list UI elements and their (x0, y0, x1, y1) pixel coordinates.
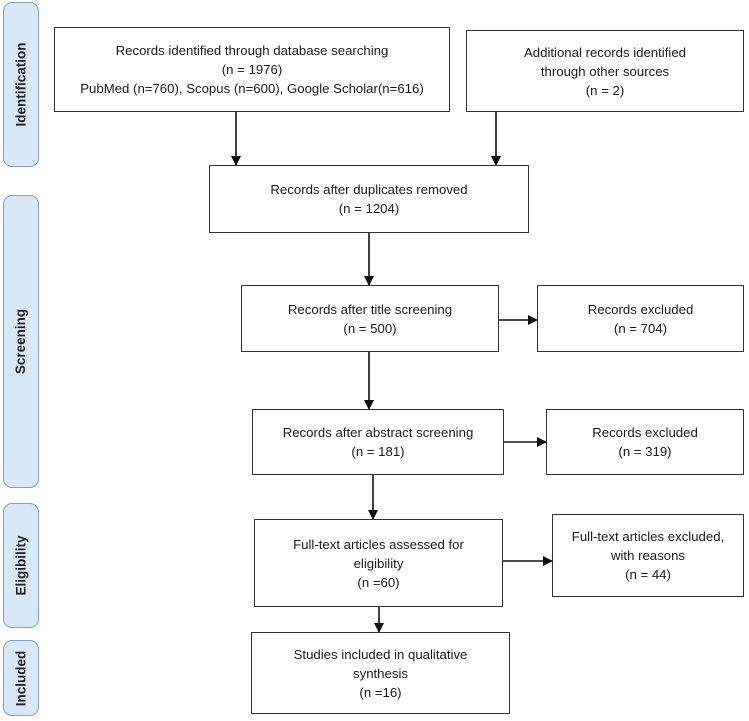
box-abstract-screening: Records after abstract screening (n = 18… (252, 409, 504, 475)
box-abstract-screening-line-2: (n = 181) (351, 444, 405, 459)
box-duplicates-removed-line-2: (n = 1204) (338, 201, 400, 216)
stage-label-identification: Identification (3, 2, 39, 167)
box-title-excluded-line-2: (n = 704) (613, 320, 668, 336)
box-other-sources-line-3: (n = 2) (585, 82, 625, 98)
box-fulltext-excluded-line-2: with reasons (610, 548, 686, 563)
stage-label-included: Included (3, 640, 39, 716)
box-title-excluded: Records excluded (n = 704) (537, 285, 744, 352)
box-database-search-line-3: PubMed (n=760), Scopus (n=600), Google S… (80, 81, 424, 96)
box-abstract-excluded: Records excluded (n = 319) (546, 409, 744, 475)
box-abstract-screening-line-1: Records after abstract screening (282, 425, 474, 440)
stage-label-screening: Screening (3, 195, 39, 488)
box-included-studies: Studies included in qualitative synthesi… (251, 632, 510, 714)
box-database-search-line-1: Records identified through database sear… (115, 43, 389, 58)
box-fulltext-assessed: Full-text articles assessed for eligibil… (254, 519, 503, 607)
box-database-search-line-2: (n = 1976) (221, 62, 283, 77)
box-abstract-excluded-line-2: (n = 319) (618, 444, 672, 459)
box-abstract-excluded-line-1: Records excluded (592, 425, 698, 440)
box-included-studies-line-1: Studies included in qualitative (293, 646, 468, 662)
box-title-screening-line-1: Records after title screening (287, 301, 453, 317)
box-duplicates-removed-line-1: Records after duplicates removed (270, 182, 468, 197)
box-duplicates-removed: Records after duplicates removed (n = 12… (209, 165, 529, 233)
box-title-excluded-line-1: Records excluded (587, 301, 694, 317)
box-fulltext-excluded-line-3: (n = 44) (625, 567, 671, 582)
box-fulltext-assessed-line-1: Full-text articles assessed for (293, 536, 464, 552)
box-included-studies-line-3: (n =16) (359, 684, 402, 700)
box-database-search: Records identified through database sear… (54, 27, 450, 112)
box-fulltext-excluded: Full-text articles excluded, with reason… (552, 514, 744, 597)
box-fulltext-assessed-line-3: (n =60) (357, 574, 400, 590)
stage-label-eligibility: Eligibility (3, 503, 39, 628)
box-included-studies-line-2: synthesis (353, 665, 408, 681)
box-title-screening-line-2: (n = 500) (343, 320, 397, 336)
box-fulltext-assessed-line-2: eligibility (353, 555, 404, 571)
box-other-sources-line-2: through other sources (540, 63, 670, 79)
box-other-sources-line-1: Additional records identified (523, 44, 686, 60)
box-other-sources: Additional records identified through ot… (466, 30, 744, 112)
box-fulltext-excluded-line-1: Full-text articles excluded, (571, 529, 725, 544)
